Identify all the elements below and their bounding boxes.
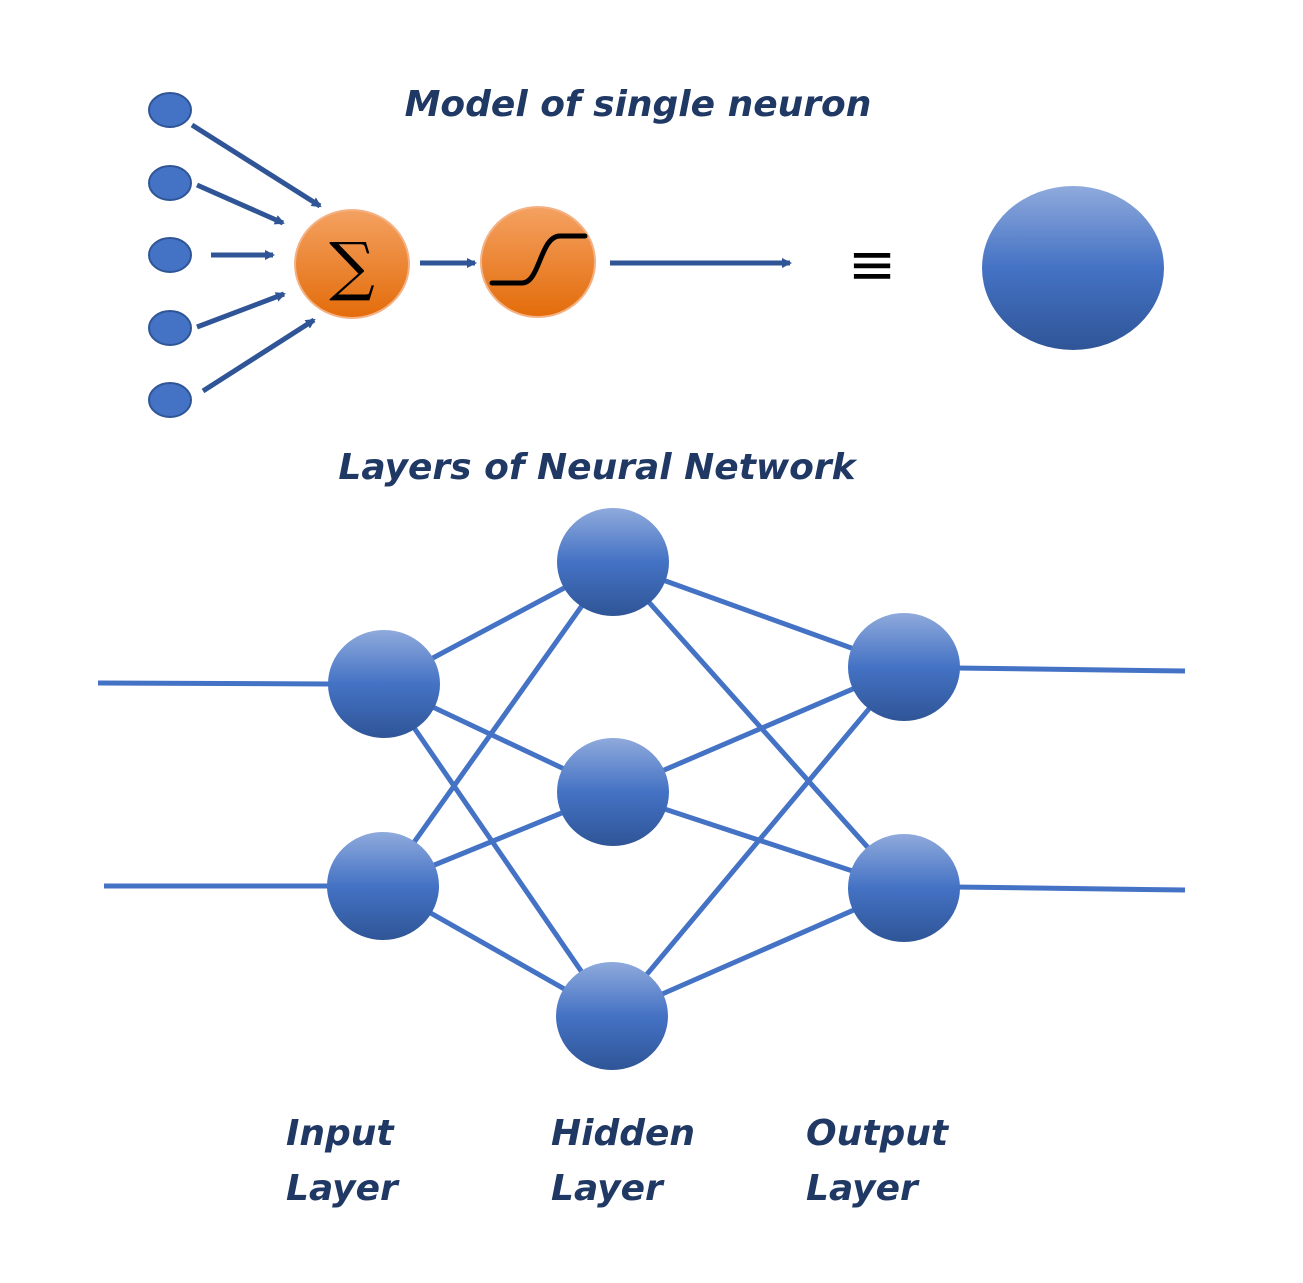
input-node (327, 832, 439, 940)
output-layer-label: Layer (806, 1168, 920, 1209)
input-arrow (201, 317, 316, 394)
external-output-line (954, 665, 1186, 674)
input-dot (148, 165, 192, 201)
equivalent-neuron-node (982, 186, 1164, 350)
input-dot (148, 92, 192, 128)
hidden-node (556, 962, 668, 1070)
layers-title: Layers of Neural Network (338, 447, 857, 488)
sum-icon: ∑ (329, 230, 375, 304)
layer-labels: Input Layer Hidden Layer Output Layer (286, 1113, 950, 1209)
edge (381, 682, 615, 1018)
input-node (328, 630, 440, 738)
input-dot (148, 382, 192, 418)
input-dot (148, 237, 192, 273)
single-neuron-title: Model of single neuron (405, 84, 872, 125)
input-arrow (190, 122, 322, 209)
output-node (848, 613, 960, 721)
input-layer-label: Layer (286, 1168, 400, 1209)
sigmoid-curve-icon (489, 233, 588, 286)
hidden-node (557, 738, 669, 846)
edge (380, 560, 616, 888)
output-layer-label: Output (806, 1113, 950, 1154)
input-arrows (190, 122, 322, 394)
input-layer-label: Input (286, 1113, 395, 1154)
edge (611, 560, 906, 890)
edge (610, 665, 906, 1018)
output-node (848, 834, 960, 942)
neuron-inputs (148, 92, 192, 418)
external-input-line (97, 680, 331, 687)
input-dot (148, 310, 192, 346)
hidden-layer-label: Hidden (551, 1113, 695, 1154)
hidden-layer-label: Layer (551, 1168, 665, 1209)
external-output-line (954, 884, 1186, 893)
equivalence-icon: ≡ (848, 230, 897, 298)
input-arrow (195, 182, 285, 226)
network-nodes (327, 508, 960, 1070)
hidden-node (557, 508, 669, 616)
input-arrow (196, 291, 286, 330)
summation-node: ∑ (294, 209, 410, 319)
activation-node (480, 206, 596, 318)
